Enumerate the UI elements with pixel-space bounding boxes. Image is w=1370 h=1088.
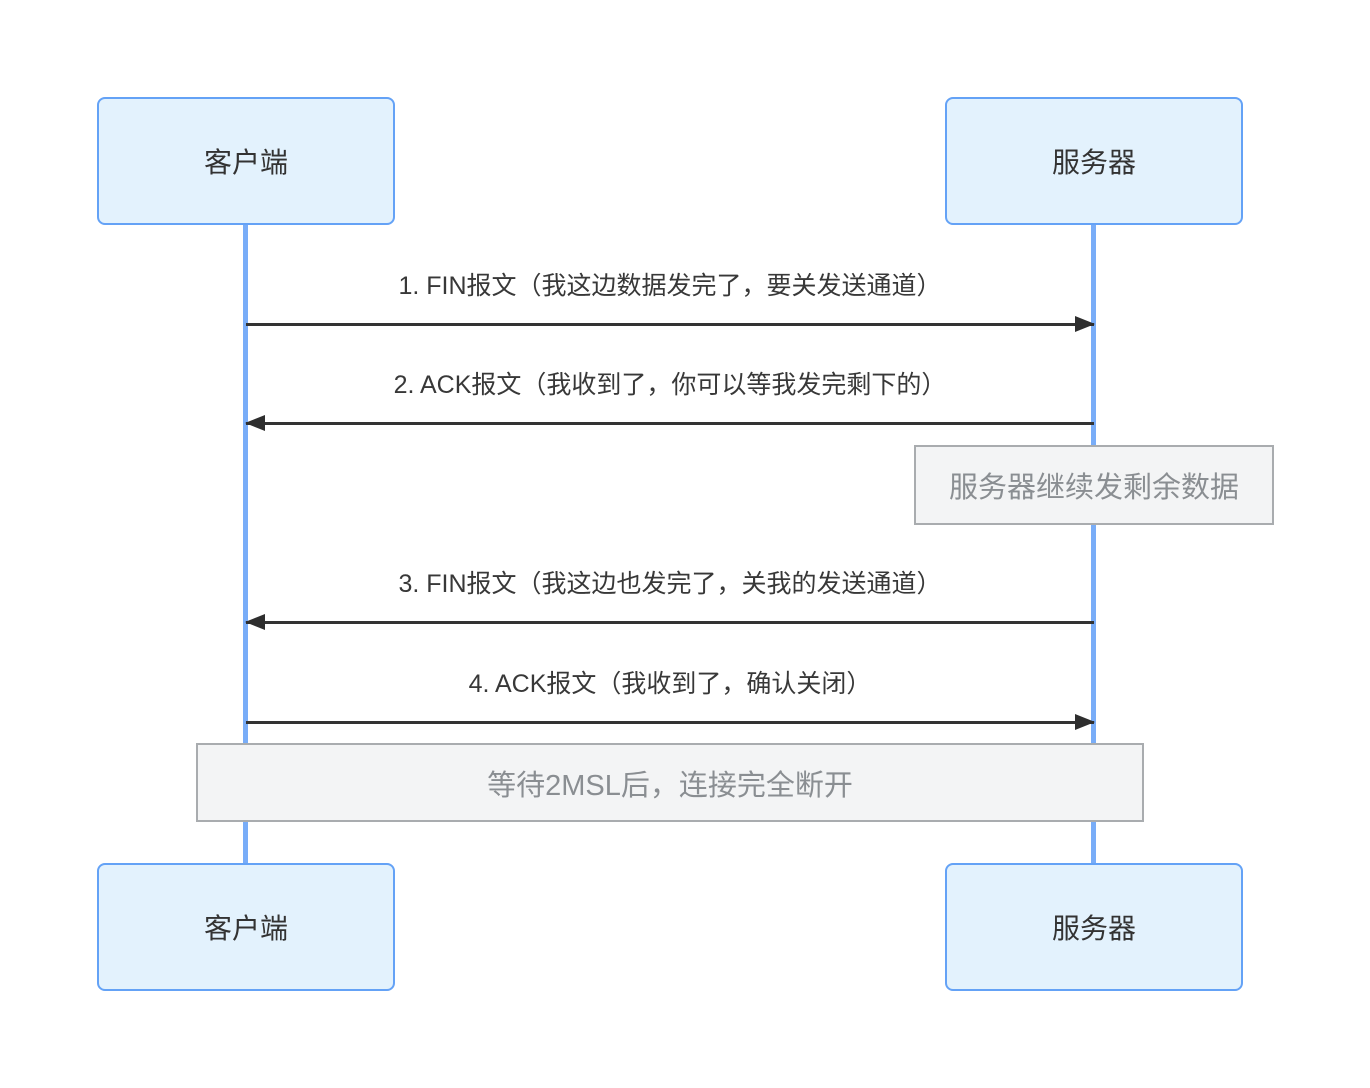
actor-box-client-bottom: 客户端 [97,863,395,991]
actor-box-client-top: 客户端 [97,97,395,225]
arrowhead-left-icon [245,415,265,431]
actor-box-server-bottom: 服务器 [945,863,1243,991]
actor-label-client-top: 客户端 [203,147,288,178]
message-label: 3. FIN报文（我这边也发完了，关我的发送通道） [398,570,942,598]
note-server-text: 服务器继续发剩余数据 [948,472,1239,504]
arrow-line [245,415,1094,431]
arrowhead-right-icon [1075,316,1095,332]
actor-label-server-top: 服务器 [1051,147,1136,178]
note-wait-2msl: 等待2MSL后，连接完全断开 [196,743,1144,822]
note-server-continues: 服务器继续发剩余数据 [914,445,1274,525]
arrow-line [246,714,1095,730]
arrowhead-right-icon [1075,714,1095,730]
message-label: 2. ACK报文（我收到了，你可以等我发完剩下的） [393,371,947,399]
actor-box-server-top: 服务器 [945,97,1243,225]
lifeline-client [243,225,248,863]
message-label: 1. FIN报文（我这边数据发完了，要关发送通道） [398,272,942,300]
message-ack-2: 2. ACK报文（我收到了，你可以等我发完剩下的） [245,369,1094,431]
lifeline-server [1091,225,1096,863]
arrow-line [246,316,1095,332]
message-fin-3: 3. FIN报文（我这边也发完了，关我的发送通道） [245,568,1094,630]
note-wait-2msl-text: 等待2MSL后，连接完全断开 [487,769,853,802]
arrowhead-left-icon [245,614,265,630]
arrow-line [245,614,1094,630]
actor-label-client-bottom: 客户端 [203,913,288,944]
message-ack-4: 4. ACK报文（我收到了，确认关闭） [246,668,1095,730]
message-fin-1: 1. FIN报文（我这边数据发完了，要关发送通道） [246,270,1095,332]
actor-label-server-bottom: 服务器 [1051,913,1136,944]
message-label: 4. ACK报文（我收到了，确认关闭） [468,670,872,698]
